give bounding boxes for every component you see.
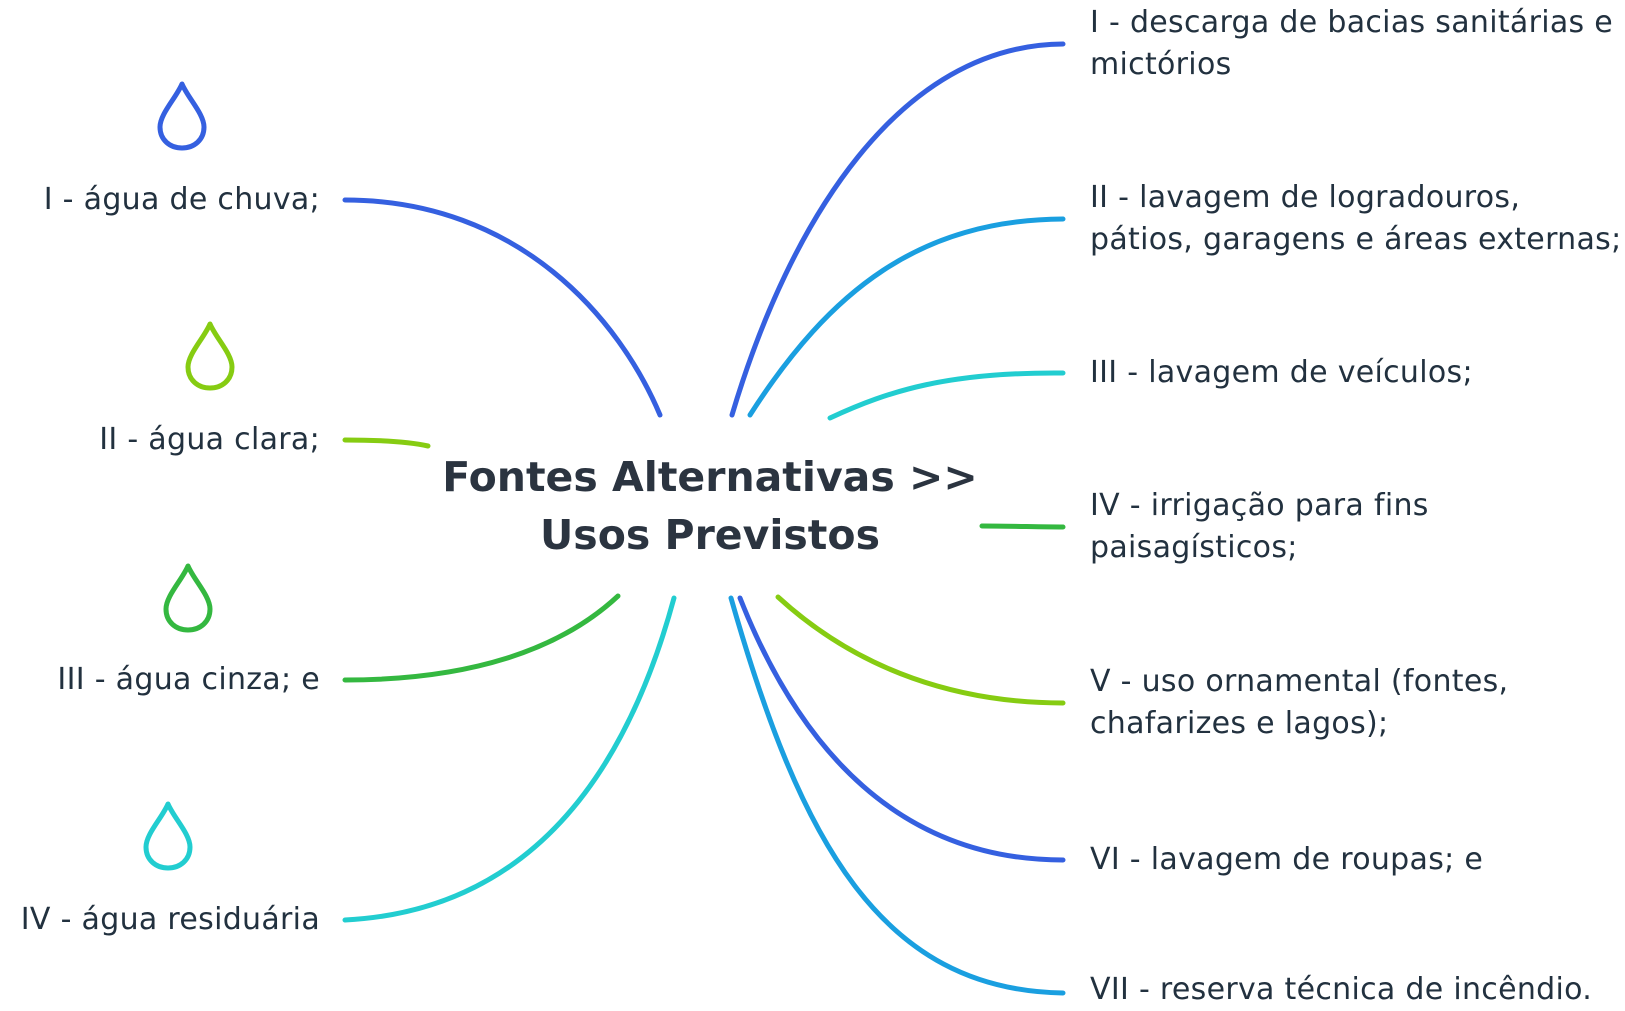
water-drop-icon xyxy=(185,321,235,391)
source-label-4: IV - água residuária xyxy=(20,902,320,937)
connector-use-7 xyxy=(728,595,1066,996)
use-label-5-line-2: chafarizes e lagos); xyxy=(1090,706,1389,741)
central-topic-line-2: Usos Previstos xyxy=(540,511,880,559)
use-label-1-line-1: I - descarga de bacias sanitárias e xyxy=(1090,5,1614,40)
use-label-5-line-1: V - uso ornamental (fontes, xyxy=(1090,664,1509,699)
central-topic: Fontes Alternativas >> Usos Previstos xyxy=(440,448,980,564)
connector-source-3 xyxy=(342,593,621,683)
use-label-6-line-1: VI - lavagem de roupas; e xyxy=(1090,842,1484,877)
connector-use-5 xyxy=(775,594,1066,706)
use-label-3-line-1: III - lavagem de veículos; xyxy=(1090,355,1473,390)
source-label-2: II - água clara; xyxy=(99,422,320,457)
connector-use-2 xyxy=(747,216,1066,418)
source-label-1: I - água de chuva; xyxy=(43,182,320,217)
use-label-4: IV - irrigação para fins paisagísticos; xyxy=(1090,485,1429,569)
use-label-1-line-2: mictórios xyxy=(1090,47,1232,82)
water-drop-icon xyxy=(163,563,213,633)
water-drop-icon xyxy=(157,81,207,151)
use-label-7-line-1: VII - reserva técnica de incêndio. xyxy=(1090,972,1593,1007)
use-label-1: I - descarga de bacias sanitárias e mict… xyxy=(1090,2,1614,86)
central-topic-line-1: Fontes Alternativas >> xyxy=(442,453,978,501)
connector-use-6 xyxy=(737,595,1066,863)
water-drop-icon xyxy=(143,801,193,871)
connector-source-2 xyxy=(342,437,431,449)
use-label-2-line-1: II - lavagem de logradouros, xyxy=(1090,180,1521,215)
use-label-4-line-2: paisagísticos; xyxy=(1090,530,1298,565)
connector-use-1 xyxy=(729,41,1066,418)
source-label-3: III - água cinza; e xyxy=(57,662,320,697)
use-label-4-line-1: IV - irrigação para fins xyxy=(1090,488,1429,523)
connector-use-4 xyxy=(979,523,1066,530)
use-label-6: VI - lavagem de roupas; e xyxy=(1090,839,1483,881)
connector-source-4 xyxy=(342,595,677,923)
connector-source-1 xyxy=(342,197,663,418)
use-label-3: III - lavagem de veículos; xyxy=(1090,352,1473,394)
use-label-7: VII - reserva técnica de incêndio. xyxy=(1090,969,1592,1011)
use-label-2: II - lavagem de logradouros, pátios, gar… xyxy=(1090,177,1622,261)
use-label-5: V - uso ornamental (fontes, chafarizes e… xyxy=(1090,661,1508,745)
use-label-2-line-2: pátios, garagens e áreas externas; xyxy=(1090,222,1622,257)
connector-use-3 xyxy=(827,370,1066,421)
